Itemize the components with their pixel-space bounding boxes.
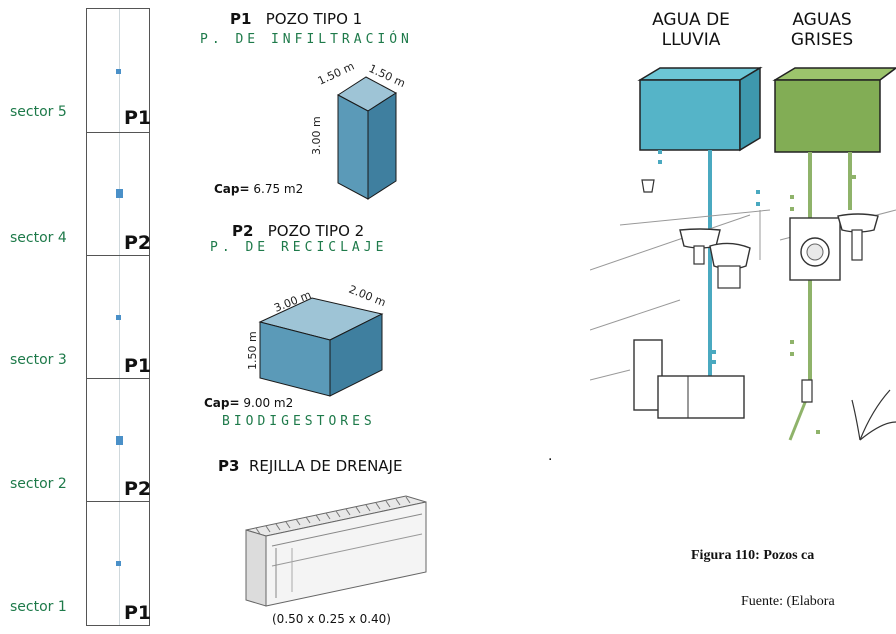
sector-well-code: P2: [124, 232, 152, 254]
p2-title: P2 POZO TIPO 2: [232, 222, 364, 240]
rain-heading-line1: AGUA DE: [652, 10, 730, 30]
sector-strip: [86, 8, 150, 626]
well-marker: [116, 561, 121, 566]
sector-divider: [86, 255, 150, 256]
p3-code: P3: [218, 457, 240, 475]
p3-title: P3 REJILLA DE DRENAJE: [218, 457, 402, 475]
sector-divider: [86, 132, 150, 133]
sector-label: sector 3: [10, 352, 67, 368]
p2-cap-label: Cap=: [204, 396, 240, 410]
sector-well-code: P2: [124, 478, 152, 500]
grey-water-heading: AGUAS GRISES: [772, 10, 872, 50]
p1-dim-a: 1.50 m: [316, 60, 357, 88]
well-marker: [116, 436, 123, 445]
p1-subtitle: P. DE INFILTRACIÓN: [200, 32, 413, 47]
p1-name: POZO TIPO 1: [265, 10, 363, 28]
p1-well-block: 1.50 m 1.50 m 3.00 m: [310, 60, 407, 200]
grey-heading-line2: GRISES: [790, 30, 854, 50]
p2-capacity: Cap= 9.00 m2: [204, 396, 293, 410]
p1-title: P1 POZO TIPO 1: [230, 10, 362, 28]
water-system-illustration: [590, 66, 896, 441]
p2-subtitle: P. DE RECICLAJE: [210, 240, 388, 255]
figure-caption: Figura 110: Pozos ca: [691, 548, 815, 563]
p1-dim-h: 3.00 m: [310, 116, 323, 155]
p2-name: POZO TIPO 2: [267, 222, 365, 240]
figure-source: Fuente: (Elabora: [741, 594, 835, 609]
p2-dim-h: 1.50 m: [246, 331, 259, 370]
rain-tank: [637, 66, 763, 152]
p2-extra-label: BIODIGESTORES: [222, 414, 376, 429]
rain-water-heading: AGUA DE LLUVIA: [636, 10, 746, 50]
well-marker: [116, 189, 123, 198]
p2-well-block: 3.00 m 2.00 m 1.50 m: [246, 283, 388, 397]
stray-dot: .: [548, 447, 553, 464]
sector-well-code: P1: [124, 107, 152, 129]
p2-cap-value: 9.00 m2: [243, 396, 294, 410]
grey-heading-line1: AGUAS: [792, 10, 852, 30]
sector-divider: [86, 501, 150, 502]
sector-divider: [86, 378, 150, 379]
rain-heading-line2: LLUVIA: [661, 30, 721, 50]
p2-code: P2: [232, 222, 254, 240]
grey-tank: [772, 67, 896, 153]
sector-label: sector 5: [10, 104, 67, 120]
sector-well-code: P1: [124, 602, 152, 624]
sector-label: sector 4: [10, 230, 67, 246]
p3-dimensions: (0.50 x 0.25 x 0.40): [272, 612, 391, 626]
sector-well-code: P1: [124, 355, 152, 377]
sector-label: sector 1: [10, 599, 67, 615]
sector-label: sector 2: [10, 476, 67, 492]
p3-name: REJILLA DE DRENAJE: [248, 457, 403, 475]
well-marker: [116, 315, 121, 320]
p1-capacity: Cap= 6.75 m2: [214, 182, 303, 196]
p1-code: P1: [230, 10, 252, 28]
p3-drain-grate: [245, 495, 427, 607]
well-marker: [116, 69, 121, 74]
p1-cap-value: 6.75 m2: [253, 182, 304, 196]
p2-dim-b: 2.00 m: [347, 283, 388, 310]
p1-cap-label: Cap=: [214, 182, 250, 196]
